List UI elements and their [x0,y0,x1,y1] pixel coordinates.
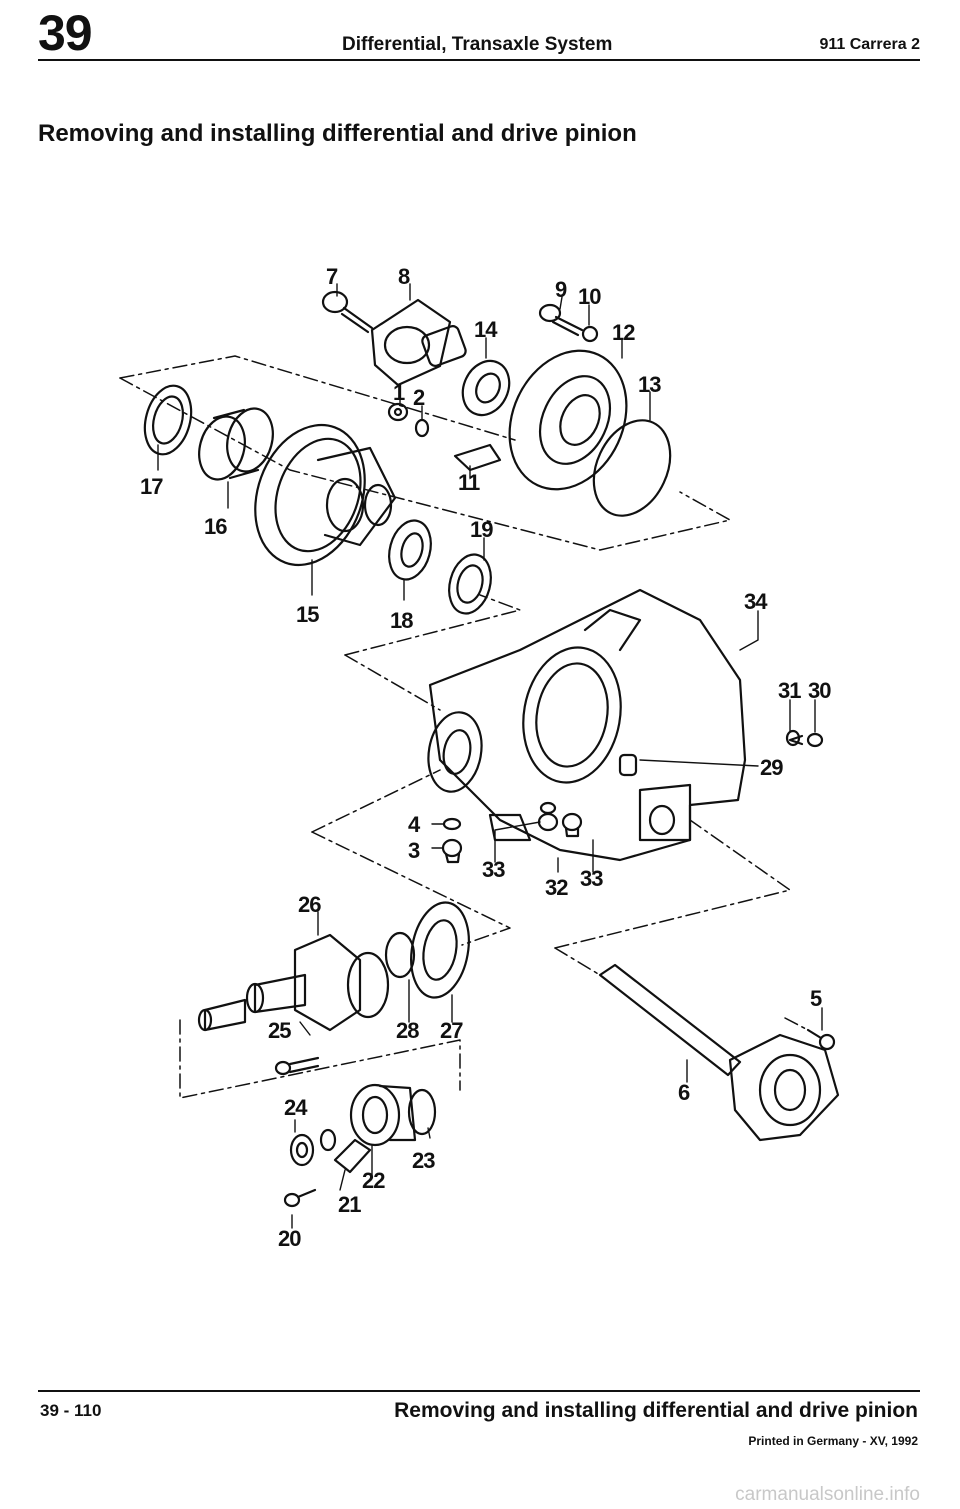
print-info: Printed in Germany - XV, 1992 [748,1434,918,1448]
part-1-plug [387,402,409,422]
callout-33-left: 33 [482,857,505,882]
callout-14: 14 [474,317,498,342]
header-model: 911 Carrera 2 [819,36,920,53]
part-15-differential [254,423,397,567]
callout-24: 24 [284,1095,308,1120]
part-31-washer [785,729,801,747]
part-13-o-ring [592,419,672,517]
part-12-side-cover [508,349,628,491]
callout-18: 18 [390,608,413,633]
part-24-seal [289,1133,315,1167]
part-17-shim [143,384,193,456]
part-4-seal-ring [442,817,462,831]
callout-26: 26 [298,892,321,917]
part-16-bearing-race [198,407,274,481]
callout-28: 28 [396,1018,419,1043]
callout-12: 12 [612,320,635,345]
part-23-o-ring [407,1088,437,1136]
assembly-guide-lines [119,355,809,1099]
watermark: carmanualsonline.info [735,1484,920,1505]
callout-2: 2 [413,385,425,410]
part-19-shim [448,553,492,615]
part-21-plate [333,1138,372,1174]
callout-20: 20 [278,1226,301,1251]
callout-34: 34 [744,589,768,614]
callout-7: 7 [326,264,338,289]
callout-22: 22 [362,1168,385,1193]
part-24-ring [319,1128,337,1152]
callout-30: 30 [808,678,831,703]
callout-19: 19 [470,517,493,542]
part-10-washer [581,325,599,343]
callout-29: 29 [760,755,783,780]
part-33-seal-ring [537,801,559,832]
callout-23: 23 [412,1148,435,1173]
part-32-plug [561,812,583,838]
footer-title: Removing and installing differential and… [394,1399,918,1422]
callout-6: 6 [678,1080,690,1105]
page-number: 39 - 110 [40,1401,102,1420]
part-7-bolt [321,290,374,334]
callout-33-right: 33 [580,866,603,891]
part-34-transaxle-housing [427,588,747,862]
callout-32: 32 [545,875,568,900]
callout-13: 13 [638,372,661,397]
footer-rule [38,1390,920,1392]
part-6-drive-flange-shaft [598,963,840,1142]
callout-5: 5 [810,986,822,1011]
part-27-gasket [410,901,470,999]
callout-25: 25 [268,1018,291,1043]
part-3-drain-plug [441,838,463,864]
callout-31: 31 [778,678,801,703]
part-25-bolt [274,1056,320,1076]
callout-9: 9 [555,277,567,302]
callout-8: 8 [398,264,410,289]
part-20-bolt [283,1188,317,1208]
callout-1: 1 [393,380,405,405]
callout-27: 27 [440,1018,463,1043]
header-rule [38,59,920,61]
callout-17: 17 [140,474,163,499]
part-26-drive-pinion [197,933,390,1032]
part-14-seal [461,359,511,417]
callout-10: 10 [578,284,601,309]
callout-labels: 1 2 3 4 5 6 7 8 9 10 11 12 13 14 15 16 1… [140,264,832,1251]
section-title: Removing and installing differential and… [38,120,637,147]
callout-11: 11 [458,470,480,495]
part-18-bearing [388,519,432,581]
part-9-bolt [538,303,584,337]
callout-3: 3 [408,838,420,863]
callout-16: 16 [204,514,227,539]
part-22-guide-sleeve [349,1083,417,1147]
part-8-flange [370,298,467,387]
part-11-bracket [453,443,502,472]
callout-21: 21 [338,1192,361,1217]
exploded-view-diagram: 1 2 3 4 5 6 7 8 9 10 11 12 13 14 15 16 1… [119,264,840,1251]
part-2-seal-ring [414,418,430,438]
chapter-number: 39 [38,5,93,61]
part-5-bolt [806,1028,836,1051]
header-title: Differential, Transaxle System [342,34,613,55]
leader-lines [157,283,823,1229]
callout-4: 4 [408,812,421,837]
part-29-plug [618,753,638,777]
part-28-o-ring [384,931,416,979]
callout-15: 15 [296,602,319,627]
